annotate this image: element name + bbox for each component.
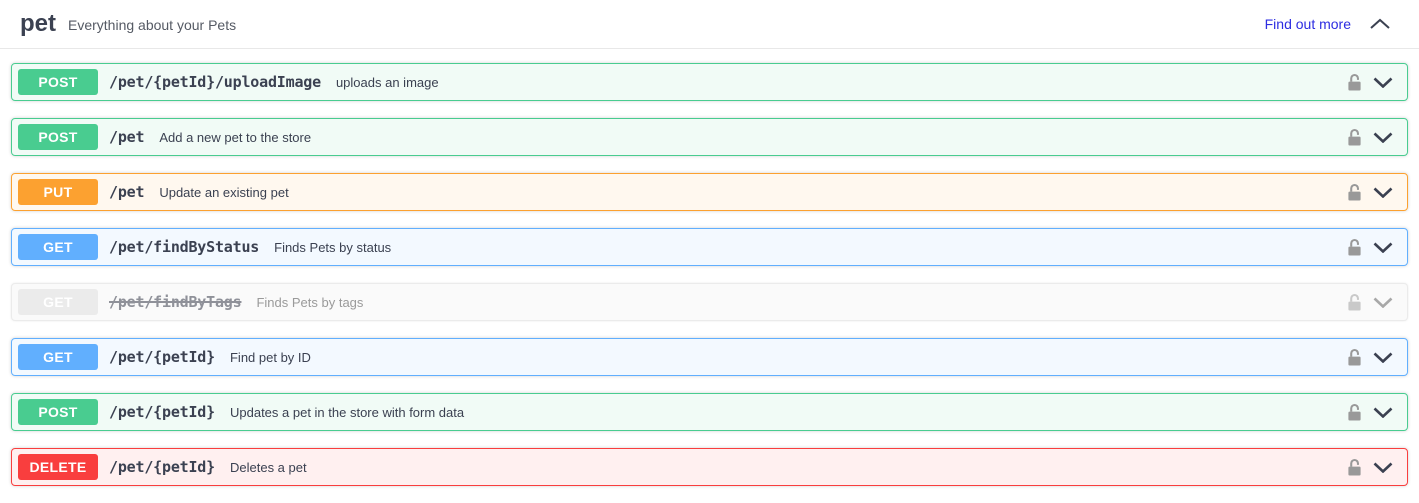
expand-operation-button[interactable]: [1373, 187, 1393, 198]
find-out-more-link[interactable]: Find out more: [1264, 16, 1351, 32]
tag-section-header[interactable]: pet Everything about your Pets Find out …: [0, 0, 1419, 49]
operation-actions: [1347, 458, 1393, 477]
operation-summary: Finds Pets by status: [274, 239, 392, 255]
auth-lock-button[interactable]: [1347, 348, 1362, 367]
expand-operation-button[interactable]: [1373, 132, 1393, 143]
chevron-down-icon: [1373, 77, 1393, 88]
operation-summary: Finds Pets by tags: [256, 294, 364, 310]
tag-header-actions: Find out more: [1265, 16, 1391, 32]
operation-summary: Updates a pet in the store with form dat…: [229, 404, 465, 420]
collapse-section-button[interactable]: [1369, 18, 1391, 30]
operation-path: /pet/{petId}/uploadImage: [109, 73, 321, 91]
operation-path: /pet/{petId}: [109, 348, 215, 366]
auth-lock-button[interactable]: [1347, 128, 1362, 147]
unlocked-padlock-icon: [1348, 403, 1361, 420]
operation-summary: uploads an image: [335, 74, 439, 90]
method-badge: POST: [18, 69, 98, 95]
operation-actions: [1347, 128, 1393, 147]
unlocked-padlock-icon: [1348, 238, 1361, 255]
expand-operation-button[interactable]: [1373, 77, 1393, 88]
chevron-up-icon: [1370, 18, 1390, 29]
tag-title: pet: [20, 10, 56, 37]
operation-actions: [1347, 403, 1393, 422]
operation-row[interactable]: POST /pet Add a new pet to the store: [11, 118, 1408, 156]
operation-path: /pet/{petId}: [109, 403, 215, 421]
method-badge: DELETE: [18, 454, 98, 480]
operation-row[interactable]: GET /pet/findByStatus Finds Pets by stat…: [11, 228, 1408, 266]
operation-actions: [1347, 348, 1393, 367]
unlocked-padlock-icon: [1348, 348, 1361, 365]
expand-operation-button[interactable]: [1373, 462, 1393, 473]
operation-actions: [1347, 183, 1393, 202]
method-badge: GET: [18, 234, 98, 260]
expand-operation-button[interactable]: [1373, 352, 1393, 363]
auth-lock-button[interactable]: [1347, 403, 1362, 422]
auth-lock-button[interactable]: [1347, 183, 1362, 202]
unlocked-padlock-icon: [1348, 458, 1361, 475]
operation-path: /pet: [109, 128, 145, 146]
operations-list: POST /pet/{petId}/uploadImage uploads an…: [0, 49, 1419, 486]
method-badge: GET: [18, 289, 98, 315]
operation-actions: [1347, 238, 1393, 257]
operation-row[interactable]: GET /pet/findByTags Finds Pets by tags: [11, 283, 1408, 321]
tag-description: Everything about your Pets: [68, 17, 237, 33]
expand-operation-button[interactable]: [1373, 407, 1393, 418]
auth-lock-button[interactable]: [1347, 238, 1362, 257]
operation-row[interactable]: POST /pet/{petId} Updates a pet in the s…: [11, 393, 1408, 431]
operation-summary: Add a new pet to the store: [159, 129, 312, 145]
unlocked-padlock-icon: [1348, 183, 1361, 200]
expand-operation-button[interactable]: [1373, 242, 1393, 253]
auth-lock-button[interactable]: [1347, 73, 1362, 92]
operation-row[interactable]: POST /pet/{petId}/uploadImage uploads an…: [11, 63, 1408, 101]
operation-row[interactable]: GET /pet/{petId} Find pet by ID: [11, 338, 1408, 376]
chevron-down-icon: [1373, 352, 1393, 363]
unlocked-padlock-icon: [1348, 293, 1361, 310]
operation-summary: Deletes a pet: [229, 459, 307, 475]
chevron-down-icon: [1373, 242, 1393, 253]
chevron-down-icon: [1373, 297, 1393, 308]
unlocked-padlock-icon: [1348, 73, 1361, 90]
method-badge: POST: [18, 124, 98, 150]
operation-path: /pet/findByStatus: [109, 238, 260, 256]
operation-summary: Find pet by ID: [229, 349, 311, 365]
method-badge: PUT: [18, 179, 98, 205]
operation-actions: [1347, 73, 1393, 92]
chevron-down-icon: [1373, 462, 1393, 473]
operation-path: /pet/findByTags: [109, 293, 242, 311]
operation-path: /pet/{petId}: [109, 458, 215, 476]
chevron-down-icon: [1373, 407, 1393, 418]
operation-summary: Update an existing pet: [159, 184, 289, 200]
chevron-down-icon: [1373, 132, 1393, 143]
operation-row[interactable]: PUT /pet Update an existing pet: [11, 173, 1408, 211]
operation-actions: [1347, 293, 1393, 312]
operation-row[interactable]: DELETE /pet/{petId} Deletes a pet: [11, 448, 1408, 486]
method-badge: POST: [18, 399, 98, 425]
unlocked-padlock-icon: [1348, 128, 1361, 145]
operation-path: /pet: [109, 183, 145, 201]
auth-lock-button[interactable]: [1347, 293, 1362, 312]
expand-operation-button[interactable]: [1373, 297, 1393, 308]
chevron-down-icon: [1373, 187, 1393, 198]
auth-lock-button[interactable]: [1347, 458, 1362, 477]
method-badge: GET: [18, 344, 98, 370]
